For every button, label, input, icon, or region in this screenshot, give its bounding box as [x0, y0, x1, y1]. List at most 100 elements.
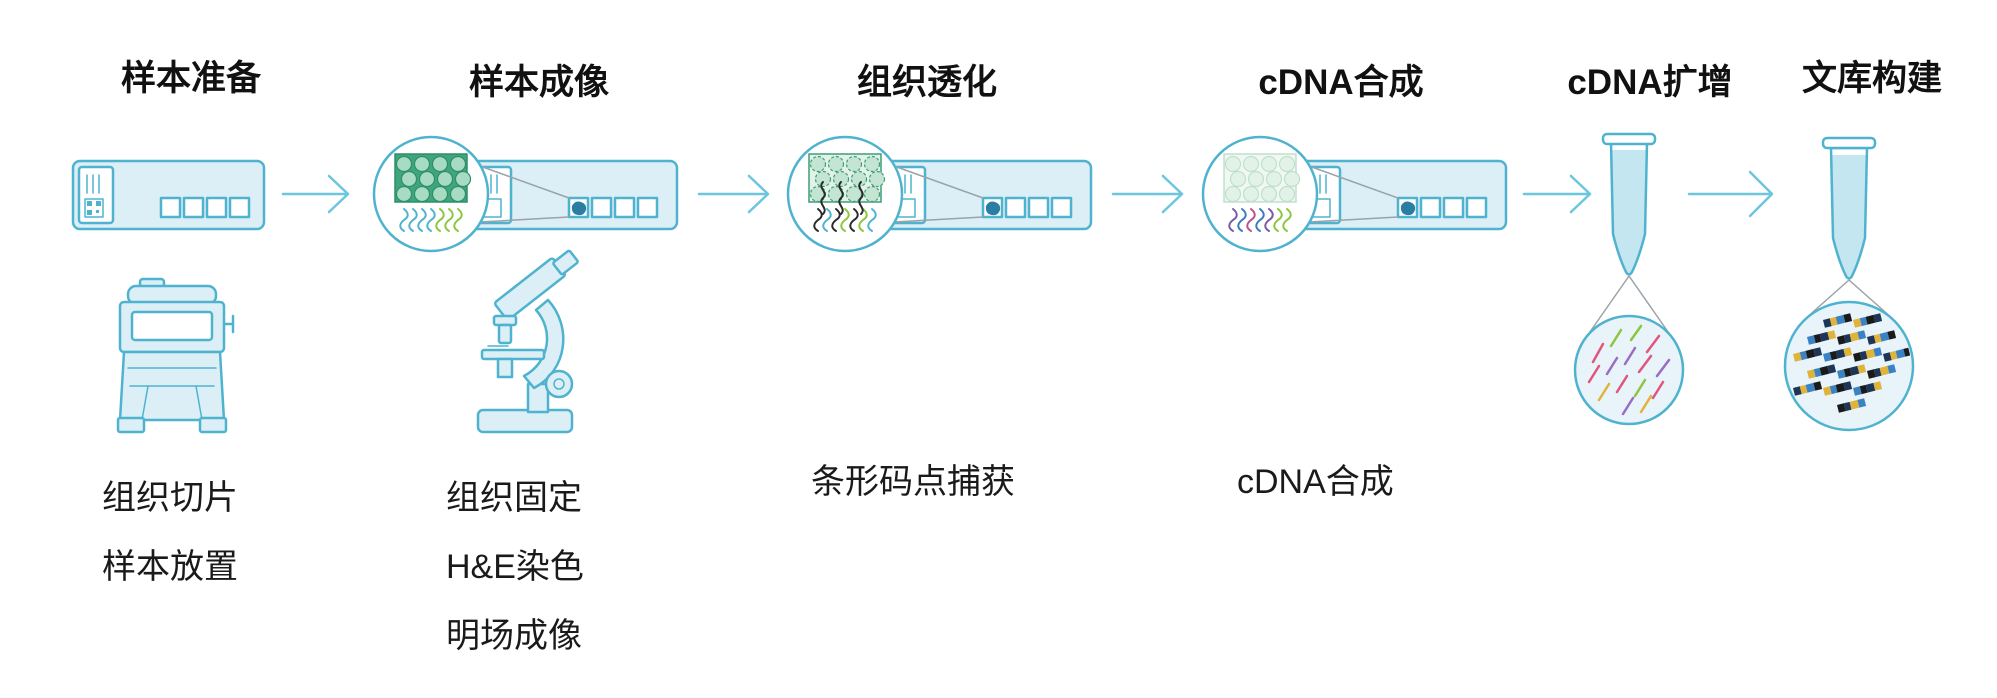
tissue-cell — [1229, 170, 1247, 188]
step-4-graphics — [1201, 135, 1508, 253]
tissue-cell — [413, 185, 431, 203]
fragment-segment — [1873, 381, 1883, 391]
step-4-notes: cDNA合成 — [1237, 448, 1394, 517]
tube-outline — [1829, 146, 1869, 280]
magnifier-ring — [372, 135, 490, 253]
arrow-shape — [1522, 174, 1592, 214]
library-fragment — [1853, 381, 1883, 396]
capture-probe — [1246, 208, 1256, 232]
fragment-segment — [1887, 364, 1897, 374]
tissue-cell — [1260, 185, 1278, 203]
arrow-shape — [697, 174, 770, 214]
mrna-strand — [820, 181, 826, 215]
step-1-title: 样本准备 — [120, 59, 261, 98]
qr-module — [96, 201, 101, 206]
tissue-cell — [1278, 155, 1296, 173]
magnifier-lines — [893, 165, 984, 223]
fragment-segment — [1843, 313, 1853, 323]
tissue-blob — [1400, 201, 1416, 216]
cdna-fragment — [1621, 396, 1635, 416]
fragment-segment — [1857, 330, 1867, 340]
tube-liquid — [1832, 155, 1866, 279]
fragment-segment — [1859, 350, 1868, 361]
mrna-strand — [858, 181, 864, 215]
arrow-right-icon — [281, 174, 350, 214]
tissue-section-permeabilized — [808, 153, 886, 232]
tissue-cell — [863, 155, 881, 173]
tube-liquid — [1612, 150, 1646, 275]
library-fragment — [1793, 381, 1823, 396]
arrow-shape — [281, 174, 350, 214]
fragment-segment — [1873, 333, 1882, 344]
microscope-condenser — [496, 357, 514, 379]
fragment-segment — [1859, 316, 1868, 327]
cdna-fragment — [1609, 328, 1623, 348]
fragment-segment — [1813, 333, 1822, 344]
capture-probe — [867, 208, 877, 232]
tissue-cell — [814, 170, 832, 188]
step-1-graphics — [71, 159, 266, 434]
fragment-segment — [1867, 369, 1876, 379]
microscope-stage — [480, 348, 546, 361]
tissue-cell — [845, 185, 863, 203]
cdna-fragment — [1597, 382, 1611, 402]
slide-label-lines — [86, 174, 100, 194]
tissue-cell — [868, 170, 886, 188]
tissue-cell — [413, 155, 431, 173]
capture-area — [1004, 196, 1027, 219]
fragment-segment — [1843, 347, 1853, 357]
fragment-segment — [1819, 365, 1830, 376]
tissue-cell — [431, 185, 449, 203]
fragment-segment — [1873, 347, 1883, 357]
fragment-segment — [1823, 352, 1832, 362]
tissue-cell — [1247, 170, 1265, 188]
capture-area — [159, 196, 182, 219]
tissue-cell — [832, 170, 850, 188]
step-1-notes: 组织切片 样本放置 — [102, 464, 238, 602]
fragment-segment — [1843, 401, 1852, 412]
fragment-segment — [1843, 333, 1852, 344]
library-fragment — [1807, 330, 1837, 345]
fragment-segment — [1823, 386, 1832, 396]
fragment-segment — [1819, 331, 1830, 342]
capture-probe — [1237, 208, 1247, 232]
microcentrifuge-tube-icon — [1821, 136, 1877, 280]
fragment-segment — [1813, 347, 1823, 357]
capture-probe — [399, 208, 409, 232]
capture-probe — [849, 208, 859, 232]
library-fragment — [1823, 313, 1853, 328]
capture-probe — [1228, 208, 1238, 232]
fragment-segment — [1837, 369, 1846, 379]
cdna-fragment — [1591, 342, 1605, 364]
capture-area — [228, 196, 251, 219]
magnifier-icon — [786, 135, 904, 253]
cdna-fragments — [1587, 324, 1671, 416]
fragment-segment — [1859, 384, 1868, 395]
step-6-title: 文库构建 — [1801, 59, 1942, 98]
fragment-segment — [1865, 382, 1876, 393]
tissue-cell — [1224, 185, 1242, 203]
cryostat-window — [130, 310, 214, 342]
cdna-fragment — [1655, 358, 1671, 378]
capture-probe — [1255, 208, 1265, 232]
fragment-segment — [1853, 352, 1862, 362]
capture-probe — [1273, 208, 1283, 232]
glass-slide-icon — [883, 159, 1093, 231]
fragment-segment — [1843, 381, 1853, 391]
qr-module — [87, 210, 92, 215]
microscope-eyepiece — [552, 249, 579, 276]
tissue-cell — [1278, 185, 1296, 203]
library-fragment — [1837, 398, 1867, 413]
capture-probe — [453, 208, 463, 232]
tissue-cell — [809, 155, 827, 173]
fragment-segment — [1793, 386, 1802, 396]
capture-area — [1027, 196, 1050, 219]
arrow-shape — [1111, 174, 1184, 214]
fragment-segment — [1827, 330, 1837, 340]
tissue-cell — [863, 185, 881, 203]
slide-label-area — [77, 165, 115, 225]
magnifier-ring — [1573, 314, 1685, 426]
step-2-graphics — [372, 135, 679, 434]
qr-module — [87, 201, 92, 206]
fragment-segment — [1807, 335, 1816, 345]
